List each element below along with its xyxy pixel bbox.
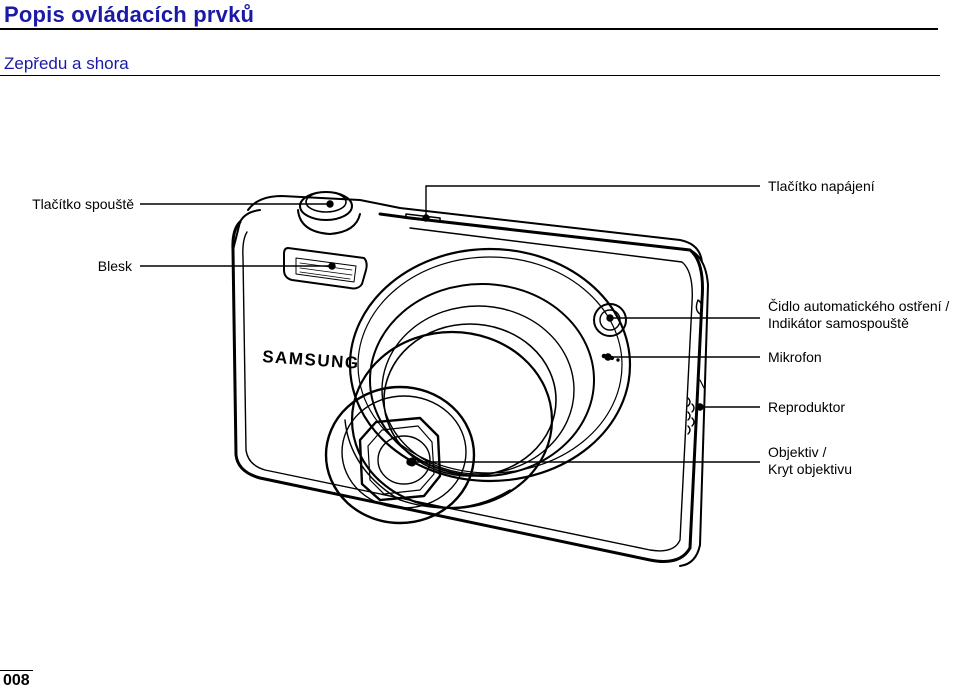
title-divider	[0, 28, 938, 30]
label-lens-line1: Objektiv /	[768, 444, 827, 460]
page-number: 008	[0, 670, 33, 691]
label-af-sensor-line1: Čidlo automatického ostření /	[768, 298, 950, 314]
lens-cover-shape	[358, 416, 442, 502]
label-lens-line2: Kryt objektivu	[768, 461, 853, 477]
camera-body-inner	[242, 227, 693, 552]
shutter-button-shape	[297, 191, 361, 235]
label-speaker: Reproduktor	[768, 399, 846, 415]
camera-side	[679, 249, 709, 567]
label-power-button: Tlačítko napájení	[768, 178, 875, 194]
label-microphone: Mikrofon	[768, 349, 822, 365]
leader-power	[425, 185, 760, 218]
strap-eyelet	[695, 299, 703, 315]
label-shutter-button: Tlačítko spouště	[32, 196, 134, 212]
lens-barrel	[344, 247, 632, 510]
flash-shape	[283, 247, 368, 290]
section-subtitle: Zepředu a shora	[4, 54, 129, 73]
af-sensor-shape	[593, 303, 627, 337]
label-flash: Blesk	[97, 258, 132, 274]
camera-body-outer	[231, 212, 704, 563]
page-title: Popis ovládacích prvků	[4, 2, 255, 27]
front-lens-ring	[324, 385, 476, 525]
camera-top-plate	[247, 195, 703, 263]
subtitle-divider	[0, 75, 940, 76]
brand-logo: SAMSUNG	[262, 347, 360, 373]
speaker-shape	[687, 397, 695, 435]
label-lens: Objektiv / Kryt objektivu	[768, 444, 852, 478]
label-af-sensor-line2: Indikátor samospouště	[768, 315, 909, 331]
label-af-sensor: Čidlo automatického ostření / Indikátor …	[768, 298, 949, 332]
